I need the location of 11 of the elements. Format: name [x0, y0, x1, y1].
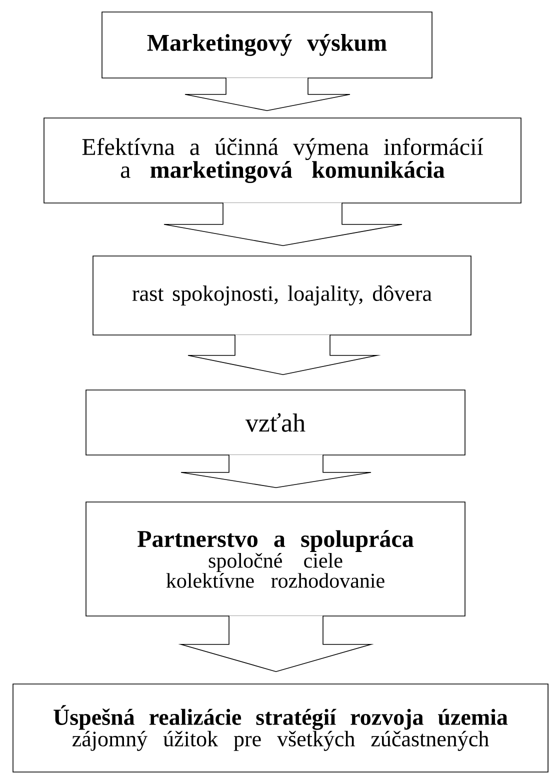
process-box: Úspešná realizácie stratégií rozvoja územia zájomný úžitok pre všetkých zúčastnených [12, 684, 548, 772]
arrow [180, 454, 372, 488]
process-box: Partnerstvo a spolupráca spoločné ciele kolektívne rozhodovanie [86, 502, 466, 616]
process-box: vzťah [86, 390, 466, 456]
process-box: Marketingový výskum [102, 12, 432, 78]
process-box: rast spokojnosti, loajality, dôvera [92, 256, 472, 336]
arrow [164, 202, 402, 246]
arrow [188, 334, 381, 376]
arrow [184, 77, 350, 111]
process-box: Efektívna a účinná výmena informácií a marketingová komunikácia [44, 118, 522, 204]
arrow [178, 615, 374, 672]
